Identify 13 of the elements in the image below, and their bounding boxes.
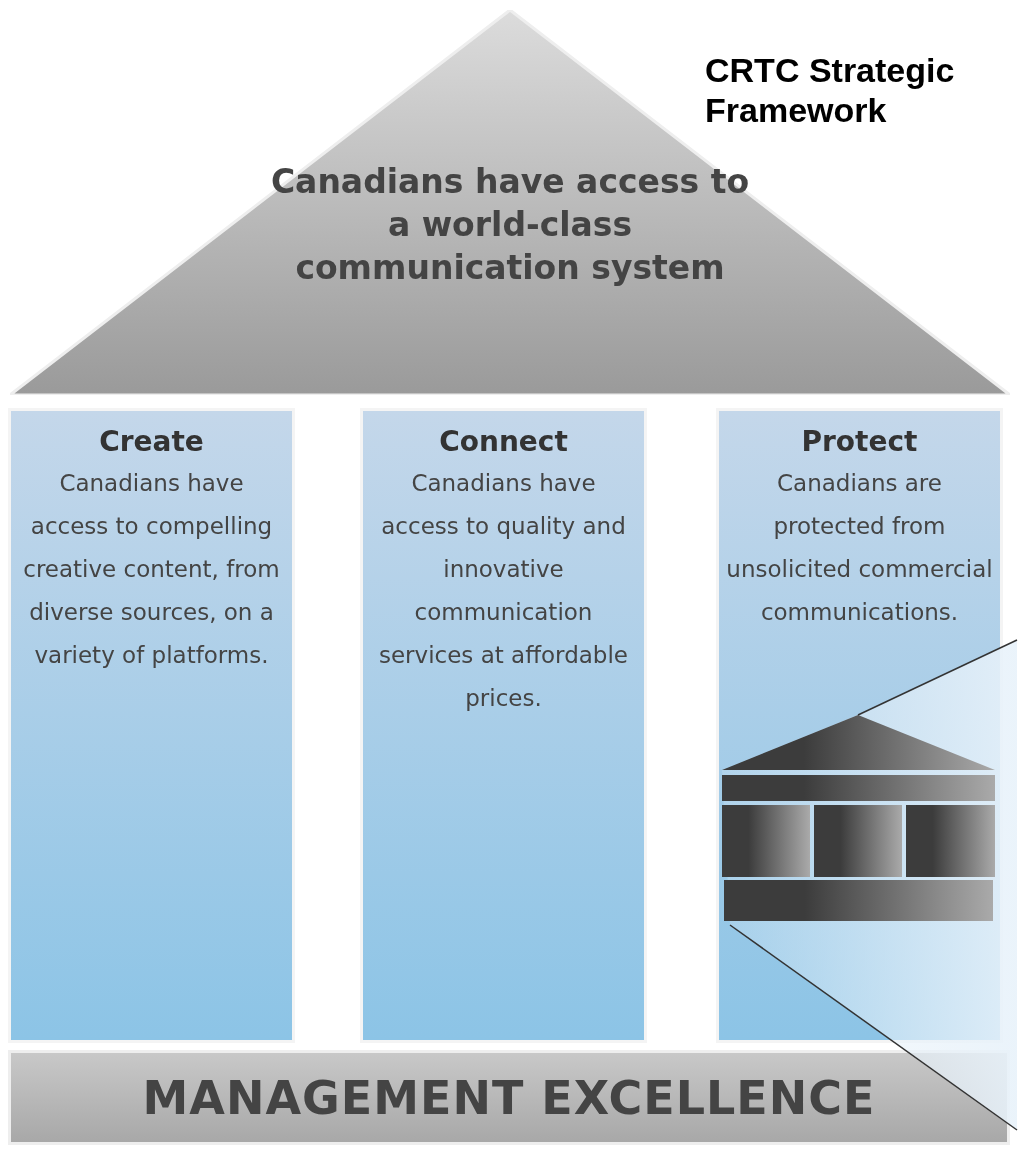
- roof-triangle: [10, 10, 1010, 395]
- foundation-bar: [8, 1050, 1010, 1145]
- roof-text: Canadians have access to a world-class communication system: [269, 161, 751, 289]
- pillar-panel: [8, 408, 295, 1043]
- pillar-heading: Connect: [438, 425, 569, 458]
- pillar-text: Canadians have access to quality and innovative communication services at affordable prices.: [378, 469, 629, 713]
- pillar-heading: Protect: [800, 425, 919, 458]
- pillar-text: Canadians are protected from unsolicited commercial communications.: [725, 469, 994, 627]
- diagram-title: CRTC Strategic Framework: [705, 50, 956, 130]
- pillar-text: Canadians have access to compelling creative content, from diverse sources, on a variety of platforms.: [22, 469, 281, 670]
- pillar-panel: [360, 408, 647, 1043]
- pillar-heading: Create: [98, 425, 205, 458]
- foundation-text: MANAGEMENT EXCELLENCE: [142, 1070, 876, 1125]
